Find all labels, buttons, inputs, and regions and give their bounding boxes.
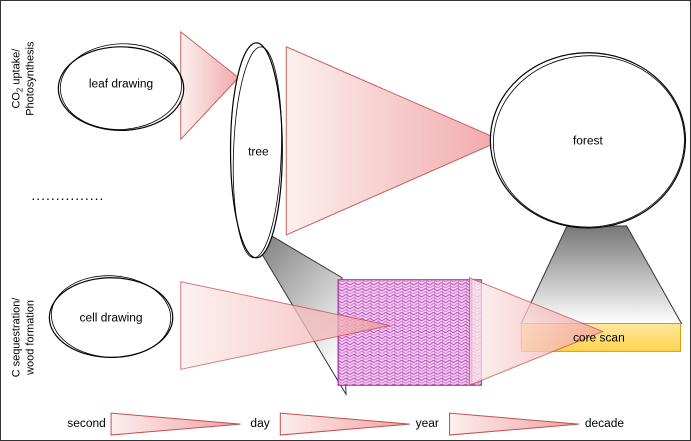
cell-drawing-label: cell drawing bbox=[80, 311, 143, 325]
forest-label: forest bbox=[573, 133, 604, 147]
timescale-wedge-1 bbox=[110, 412, 241, 436]
cell-to-wood-wedge bbox=[180, 281, 390, 370]
timescale-legend: second day year decade bbox=[67, 412, 625, 436]
forest-node: forest bbox=[489, 52, 687, 229]
row-label-top-line1: CO2 uptake/ bbox=[10, 48, 24, 109]
row-label-bottom-line2: wood formation bbox=[24, 300, 36, 376]
wood-texture-image bbox=[337, 279, 482, 386]
row-separator: ............... bbox=[31, 187, 104, 203]
row-label-bottom: C sequestration/ wood formation bbox=[10, 297, 36, 378]
timescale-day: day bbox=[250, 416, 269, 430]
tree-label: tree bbox=[248, 144, 269, 158]
timescale-wedge-3 bbox=[449, 412, 579, 436]
wood-to-core-wedge bbox=[468, 277, 605, 386]
timescale-decade: decade bbox=[585, 416, 625, 430]
leaf-drawing-node: leaf drawing bbox=[57, 43, 185, 132]
timescale-second: second bbox=[67, 416, 106, 430]
leaf-drawing-label: leaf drawing bbox=[89, 77, 153, 91]
core-scan-label: core scan bbox=[573, 330, 625, 344]
timescale-year: year bbox=[416, 416, 439, 430]
leaf-to-tree-wedge bbox=[180, 30, 240, 141]
tree-to-forest-wedge bbox=[285, 46, 503, 236]
timescale-wedge-2 bbox=[279, 412, 410, 436]
row-label-bottom-line1: C sequestration/ bbox=[10, 297, 22, 378]
row-label-top: CO2 uptake/ Photosynthesis bbox=[10, 41, 36, 116]
row-label-top-line2: Photosynthesis bbox=[24, 41, 36, 116]
tree-node: tree bbox=[229, 42, 283, 259]
cell-drawing-node: cell drawing bbox=[48, 275, 174, 358]
